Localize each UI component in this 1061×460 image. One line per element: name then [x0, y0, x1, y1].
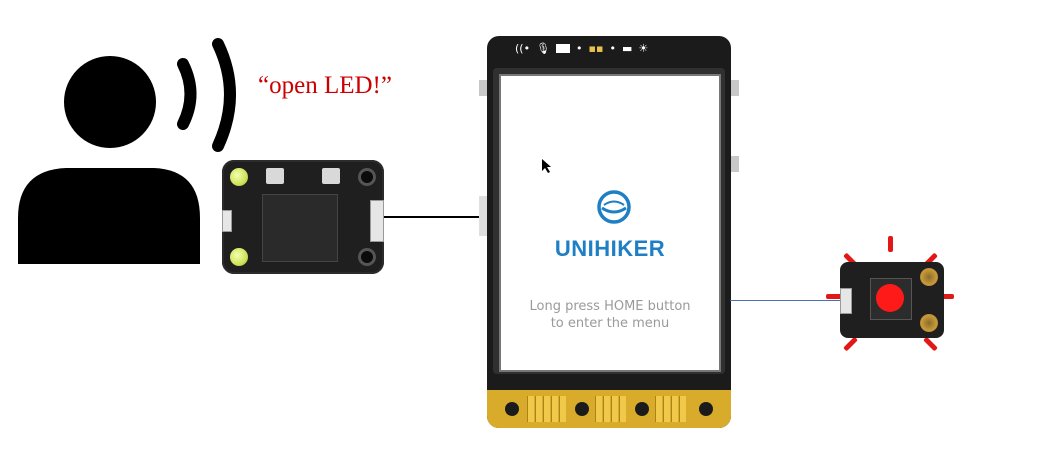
buttons-icon: ▪▪ — [588, 41, 604, 55]
chip-icon — [262, 194, 338, 262]
person-icon — [18, 56, 200, 264]
connector-icon — [222, 210, 232, 232]
mount-hole-icon — [358, 168, 376, 186]
dot-icon: • — [609, 41, 616, 55]
side-button[interactable] — [731, 156, 739, 172]
screen: UNIHIKER Long press HOME button to enter… — [499, 74, 721, 372]
light-ray — [923, 336, 938, 352]
corner-led-icon — [230, 248, 248, 266]
wire — [384, 216, 490, 218]
light-ray — [843, 336, 858, 352]
mount-hole-icon — [920, 268, 938, 286]
microphone-icon: 🎙 — [536, 41, 551, 55]
mount-hole-icon — [920, 314, 938, 332]
menu-hint: Long press HOME button to enter the menu — [501, 298, 719, 332]
led-light — [876, 284, 904, 312]
switch-icon — [266, 168, 284, 184]
light-ray — [938, 294, 954, 299]
led-module-icon — [840, 262, 944, 338]
status-icons: ((• 🎙 • ▪▪ • ▬ ☀ — [515, 39, 705, 57]
wire — [730, 300, 842, 301]
side-button[interactable] — [731, 80, 739, 96]
side-port — [479, 196, 487, 236]
light-sensor-icon: ☀ — [638, 41, 649, 55]
edge-hole-icon — [575, 402, 589, 416]
connector-icon — [370, 200, 384, 242]
voice-module-icon — [222, 160, 384, 274]
edge-hole-icon — [505, 402, 519, 416]
connector-icon — [840, 288, 852, 314]
switch-icon — [322, 168, 340, 184]
gold-finger-edge — [487, 390, 731, 428]
wifi-icon: ((• — [515, 41, 531, 55]
edge-hole-icon — [699, 402, 713, 416]
screen-icon — [556, 43, 571, 53]
hint-line-1: Long press HOME button — [529, 299, 691, 314]
light-ray — [888, 236, 893, 252]
edge-hole-icon — [635, 402, 649, 416]
hint-line-2: to enter the menu — [550, 316, 670, 331]
corner-led-icon — [230, 168, 248, 186]
unihiker-logo-icon — [597, 190, 631, 224]
unihiker-device: ((• 🎙 • ▪▪ • ▬ ☀ UNIHIKER Long press HOM… — [479, 36, 739, 428]
side-button[interactable] — [479, 80, 487, 96]
mount-hole-icon — [358, 248, 376, 266]
cursor-icon — [542, 159, 551, 173]
light-ray — [826, 294, 842, 299]
sound-wave-icon — [177, 38, 236, 152]
brand-name: UNIHIKER — [554, 236, 666, 261]
speech-quote: “open LED!” — [258, 72, 392, 99]
minus-icon: ▬ — [621, 41, 633, 55]
dot-icon: • — [576, 41, 583, 55]
